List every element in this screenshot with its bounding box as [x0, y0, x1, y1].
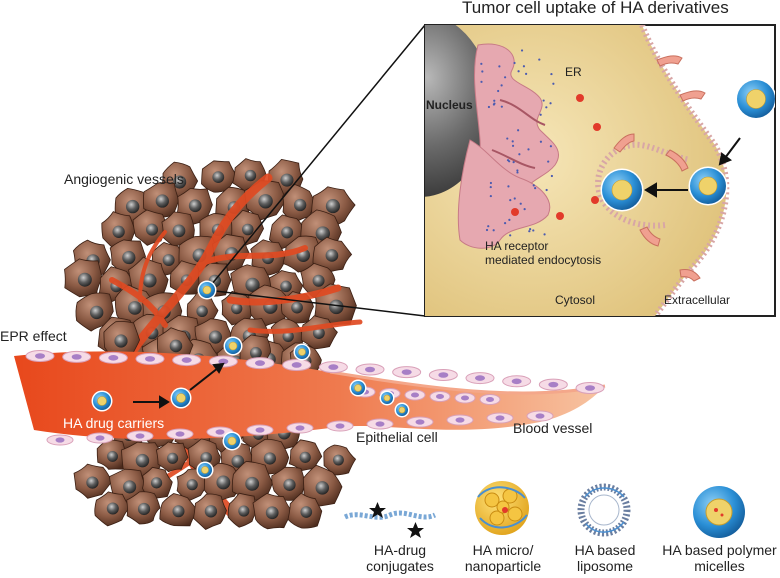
label-ha-drug-carriers: HA drug carriers: [63, 415, 165, 431]
legend-label-liposome: HA based liposome: [574, 542, 636, 574]
tumor-cell: [161, 211, 195, 247]
tumor-cell: [302, 464, 343, 507]
epithelial-cell: [355, 363, 385, 376]
epithelial-cell: [428, 369, 458, 382]
legend-icons: [343, 481, 745, 538]
tumor-cell: [73, 463, 113, 499]
micelle: [197, 280, 217, 300]
label-epithelial-cell: Epithelial cell: [356, 429, 438, 445]
epithelial-cell: [465, 372, 495, 385]
tumor-cell: [155, 441, 189, 473]
tumor-cell: [142, 466, 173, 500]
epithelial-cell: [208, 355, 238, 368]
tumor-cell: [271, 466, 306, 501]
micelle: [223, 336, 243, 356]
epithelial-cell: [86, 432, 114, 444]
legend-label-micelles: HA based polymer micelles: [662, 542, 777, 574]
tumor-cell: [96, 438, 127, 470]
blood-vessel: [14, 350, 606, 446]
micelle: [196, 461, 214, 479]
epithelial-cell: [502, 375, 532, 388]
conjugate-icon: [343, 502, 437, 538]
epithelial-cell: [126, 430, 154, 442]
micelle-icon: [693, 486, 745, 538]
tumor-cell: [126, 491, 161, 525]
ha-receptors: [613, 55, 706, 282]
micelle: [379, 390, 395, 406]
tumor-cell: [103, 321, 141, 361]
transport-arrows: [133, 362, 225, 409]
tumor-cell: [288, 439, 323, 472]
zoom-lines: [206, 24, 426, 317]
epithelial-cell: [575, 382, 605, 394]
micelle: [394, 402, 410, 418]
epithelial-cell: [172, 354, 202, 367]
endoplasmic-reticulum: [457, 43, 560, 249]
epithelial-cell: [318, 361, 348, 374]
micelle: [170, 387, 192, 409]
label-er: ER: [565, 65, 582, 79]
micelle: [600, 168, 644, 212]
epithelial-cell: [62, 350, 92, 363]
epithelial-cell: [486, 412, 514, 424]
epithelial-cell: [282, 358, 312, 371]
tumor-cell: [203, 462, 241, 503]
epithelial-cell: [326, 420, 354, 432]
inset-panel: [424, 24, 776, 317]
micelle: [688, 166, 728, 206]
micelle: [349, 379, 367, 397]
micelle: [222, 431, 242, 451]
tumor-cell: [312, 236, 353, 274]
label-epr-effect: EPR effect: [0, 328, 67, 344]
nanoparticle-icon: [475, 481, 529, 535]
tumor-cell: [252, 492, 293, 530]
liposome-icon: [577, 483, 631, 537]
epithelial-cell: [446, 414, 474, 426]
legend-label-conjugates: HA-drug conjugates: [366, 542, 434, 574]
epithelial-cell: [479, 394, 501, 405]
tumor-cell: [94, 491, 131, 527]
label-nucleus: Nucleus: [426, 98, 473, 112]
epithelial-cell: [25, 350, 55, 362]
epithelial-cell: [526, 410, 554, 422]
epithelial-cell: [454, 392, 476, 404]
label-blood-vessel: Blood vessel: [513, 420, 593, 436]
epithelial-cell: [406, 416, 434, 428]
label-endocytosis-1: HA receptor: [485, 239, 549, 253]
epithelial-cell: [166, 428, 194, 440]
legend-label-nanoparticle: HA micro/ nanoparticle: [464, 542, 542, 574]
tumor-cell: [64, 258, 103, 298]
ha-drug-carriers: [91, 280, 410, 479]
tumor-cell: [193, 493, 227, 530]
label-extracellular: Extracellular: [664, 293, 731, 307]
label-endocytosis-2: mediated endocytosis: [485, 253, 602, 267]
epithelial-cell: [98, 351, 128, 364]
label-angiogenic-vessels: Angiogenic vessels: [64, 171, 184, 187]
tumor-cell: [323, 444, 357, 476]
epithelial-cell: [366, 418, 394, 430]
diagram-title: Tumor cell uptake of HA derivatives: [462, 0, 729, 17]
label-cytosol: Cytosol: [555, 293, 596, 307]
epithelial-cell: [246, 424, 274, 436]
epithelial-cell: [245, 357, 275, 370]
epithelial-cell: [429, 391, 451, 402]
tumor-cell: [287, 492, 323, 529]
micelle: [735, 78, 775, 120]
epithelial-cell: [135, 352, 165, 365]
epithelial-cell: [46, 434, 74, 446]
tumor-cell: [143, 182, 180, 218]
micelle: [293, 343, 311, 361]
epithelial-cell: [538, 378, 568, 391]
tumor-cell: [187, 438, 221, 473]
tumor-cell: [75, 292, 114, 332]
epithelial-cell: [286, 422, 314, 434]
epithelial-cell: [392, 366, 422, 379]
micelle: [91, 390, 113, 412]
tumor-cell: [159, 493, 198, 527]
tumor-cell: [227, 492, 258, 528]
epithelial-cell: [404, 389, 426, 401]
